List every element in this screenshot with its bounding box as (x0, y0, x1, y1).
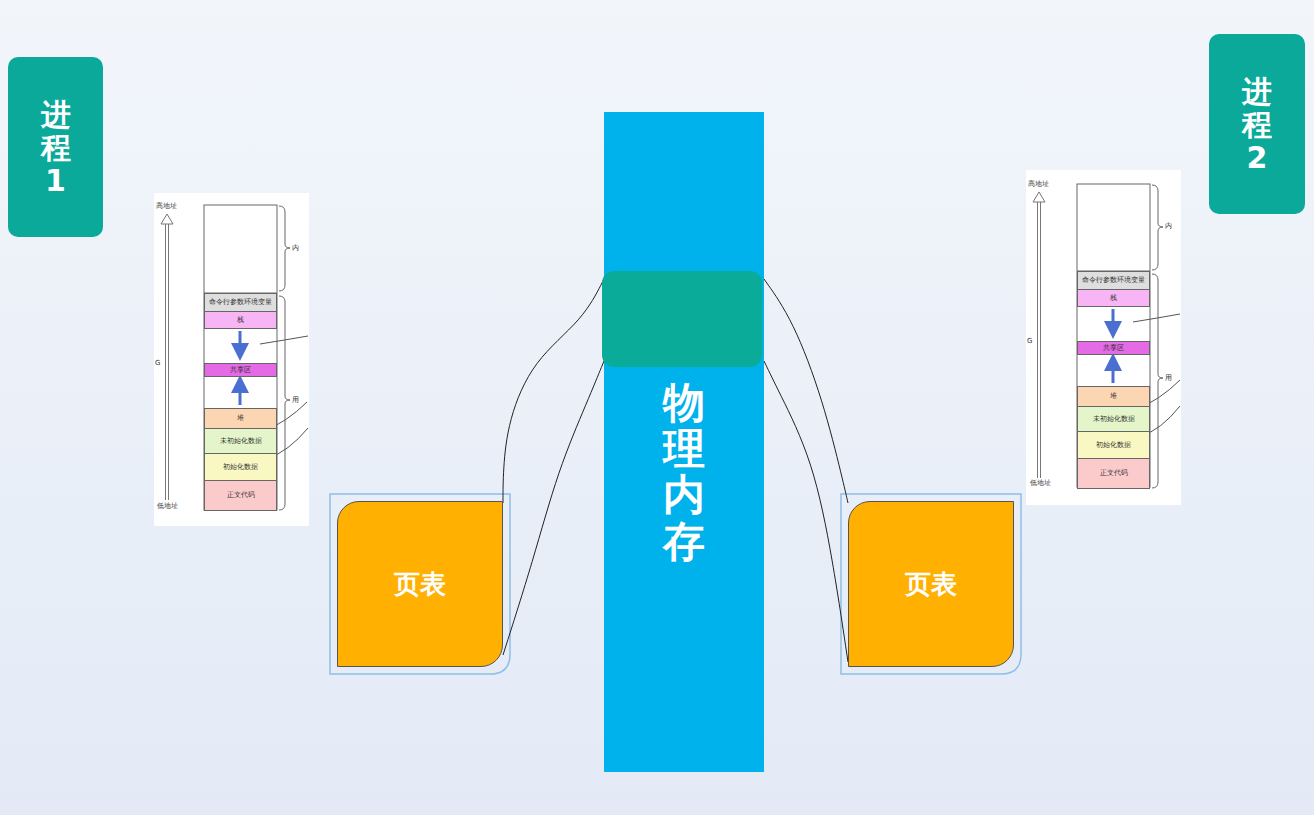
memory-segment: 命令行参数环境变量 (1077, 271, 1150, 290)
node-label: 正文代码 (1100, 470, 1128, 477)
node-label: 栈 (1110, 295, 1117, 302)
mapping-line (764, 279, 848, 503)
node-label: 堆 (1110, 393, 1117, 400)
node-label: 初始化数据 (1096, 442, 1131, 449)
figure-label: 高地址 (1028, 181, 1049, 188)
memory-segment: 初始化数据 (1077, 431, 1150, 459)
node-label: 命令行参数环境变量 (1082, 277, 1145, 284)
memory-segment: 栈 (204, 311, 277, 329)
mapping-line (503, 279, 604, 503)
memory-segment: 堆 (204, 408, 277, 429)
vertical-label: 进程1 (41, 98, 71, 197)
node-label: 堆 (237, 415, 244, 422)
memory-segment: 命令行参数环境变量 (204, 293, 277, 312)
page-table-outline (330, 494, 510, 674)
figure-label: 内 (292, 245, 299, 252)
process-tab: 进程2 (1209, 34, 1305, 214)
node-label: 初始化数据 (223, 464, 258, 471)
figure-label: 用 (1165, 375, 1172, 382)
mapped-memory-block (602, 271, 762, 367)
node-label: 共享区 (1103, 345, 1124, 352)
figure-label: 内 (1165, 223, 1172, 230)
figure-label: 用 (292, 397, 299, 404)
figure-label: 低地址 (157, 503, 178, 510)
node-label: 未初始化数据 (220, 438, 262, 445)
memory-segment: 初始化数据 (204, 453, 277, 481)
address-space-figure (154, 193, 309, 526)
figure-label: G (1027, 338, 1032, 345)
memory-segment: 未初始化数据 (204, 428, 277, 454)
page-table-box: 页表 (848, 501, 1014, 667)
memory-segment: 栈 (1077, 289, 1150, 307)
memory-segment: 正文代码 (204, 480, 277, 511)
node-label: 正文代码 (227, 492, 255, 499)
memory-segment: 共享区 (1077, 341, 1150, 355)
page-table-box: 页表 (337, 501, 503, 667)
mapping-line (764, 361, 848, 662)
page-table-outline (841, 494, 1021, 674)
node-label: 页表 (905, 567, 957, 602)
address-space-figure (1026, 170, 1181, 505)
node-label: 栈 (237, 317, 244, 324)
memory-segment: 堆 (1077, 386, 1150, 407)
vertical-label: 进程2 (1242, 75, 1272, 174)
physical-memory-band: 物理内存 (604, 112, 764, 772)
memory-segment: 正文代码 (1077, 458, 1150, 489)
figure-label: 高地址 (156, 203, 177, 210)
memory-segment: 未初始化数据 (1077, 406, 1150, 432)
figure-label: 低地址 (1030, 480, 1051, 487)
node-label: 页表 (394, 567, 446, 602)
memory-segment: 共享区 (204, 363, 277, 377)
node-label: 共享区 (230, 367, 251, 374)
figure-label: G (155, 360, 160, 367)
process-tab: 进程1 (8, 57, 103, 237)
vertical-label: 物理内存 (663, 380, 705, 565)
node-label: 命令行参数环境变量 (209, 299, 272, 306)
node-label: 未初始化数据 (1093, 416, 1135, 423)
mapping-line (503, 361, 604, 655)
